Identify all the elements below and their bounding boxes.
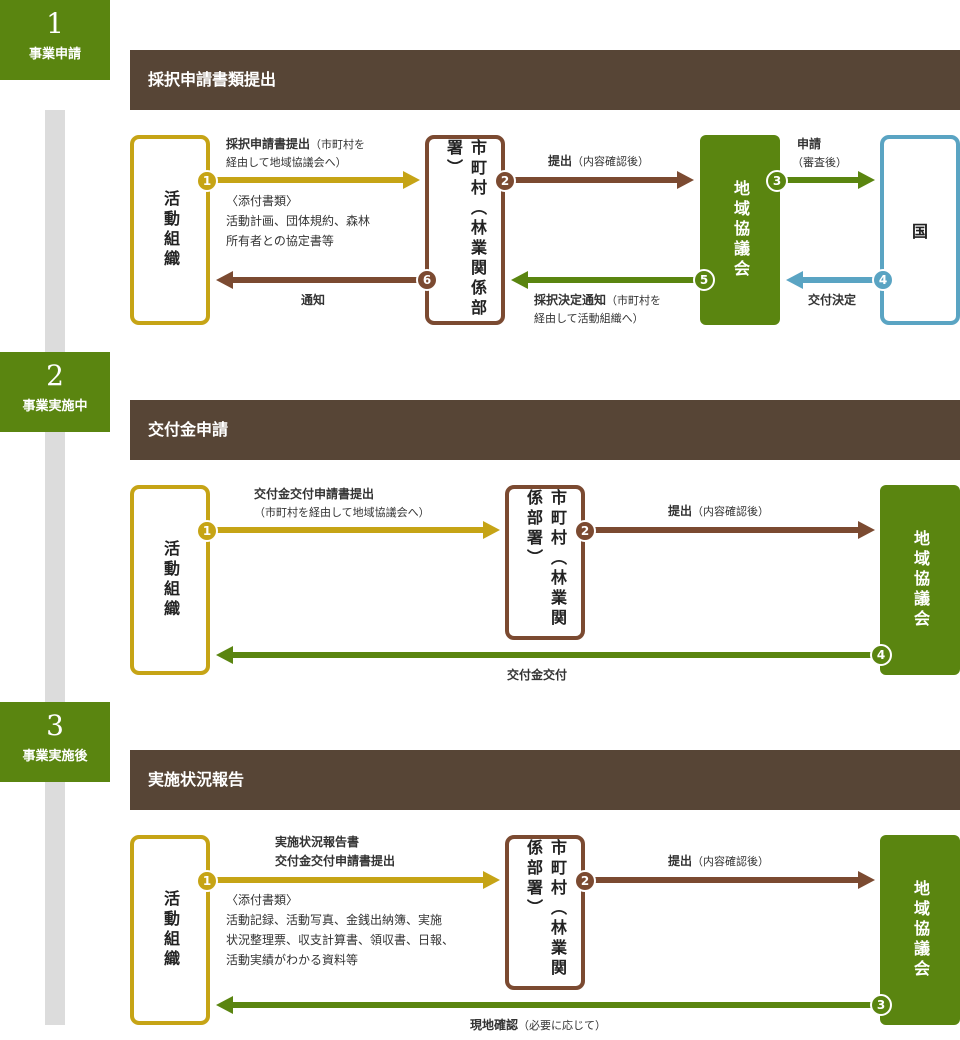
step-number: 1 [46, 7, 64, 40]
step-label: 事業実施後 [22, 749, 88, 764]
node-regional-council: 地域協議会 [880, 485, 960, 675]
label-attachments-line3: 活動実績がわかる資料等 [226, 953, 359, 967]
label-grant-application-submit: 交付金交付申請書提出 [254, 487, 375, 501]
arrowhead [483, 871, 500, 889]
arrowhead [858, 171, 875, 189]
label-report-title: 実施状況報告書 [275, 835, 360, 849]
label-report-submit: 交付金交付申請書提出 [275, 854, 396, 868]
label-apply-note: （審査後） [792, 156, 847, 169]
node-municipality: 市町村（林業関係部署） [505, 485, 585, 640]
label-submit-1: 提出（内容確認後） [548, 154, 650, 168]
arrowhead [511, 271, 528, 289]
node-nation: 国 [880, 135, 960, 325]
step-marker-2: 2 [574, 520, 596, 542]
step-badge-1: 1 事業申請 [0, 0, 110, 80]
arrowhead [677, 171, 694, 189]
step-number: 2 [46, 359, 64, 392]
step-marker-1: 1 [196, 870, 218, 892]
step-marker-4: 4 [870, 644, 892, 666]
step-marker-1: 1 [196, 520, 218, 542]
node-activity-org: 活動組織 [130, 135, 210, 325]
node-regional-council: 地域協議会 [880, 835, 960, 1025]
arrowhead [403, 171, 420, 189]
label-adoption-notice-note: 経由して活動組織へ） [534, 312, 644, 325]
section-title-1: 採択申請書類提出 [130, 50, 960, 110]
step-marker-3: 3 [766, 170, 788, 192]
label-submit-3: 提出（内容確認後） [668, 854, 770, 868]
arrowhead [216, 271, 233, 289]
step-marker-4: 4 [872, 269, 894, 291]
step-marker-6: 6 [416, 269, 438, 291]
label-apply: 申請 [797, 137, 822, 151]
label-adoption-notice: 採択決定通知（市町村を [534, 293, 662, 307]
label-submit-2: 提出（内容確認後） [668, 504, 770, 518]
label-attachments-title: 〈添付書類〉 [226, 893, 299, 907]
step-number: 3 [46, 709, 64, 742]
arrowhead [786, 271, 803, 289]
step-badge-3: 3 事業実施後 [0, 702, 110, 782]
label-site-check: 現地確認（必要に応じて） [470, 1018, 607, 1032]
arrowhead [216, 646, 233, 664]
label-grant-application-note: （市町村を経由して地域協議会へ） [254, 506, 430, 519]
label-attachments-line2: 状況整理票、収支計算書、領収書、日報、 [226, 933, 455, 947]
label-notice: 通知 [301, 293, 326, 307]
step-label: 事業実施中 [22, 399, 88, 414]
arrowhead [858, 521, 875, 539]
label-grant-payment: 交付金交付 [507, 668, 568, 682]
step-marker-3: 3 [870, 994, 892, 1016]
label-grant-decision: 交付決定 [808, 293, 857, 307]
label-attachments-line1: 活動計画、団体規約、森林 [226, 214, 371, 228]
arrowhead [483, 521, 500, 539]
step-marker-1: 1 [196, 170, 218, 192]
step-label: 事業申請 [28, 47, 81, 62]
section-title-2: 交付金申請 [130, 400, 960, 460]
node-activity-org: 活動組織 [130, 485, 210, 675]
node-municipality: 市町村（林業関係部署） [505, 835, 585, 990]
label-attachments-line2: 所有者との協定書等 [226, 234, 334, 248]
node-municipality: 市町村（林業関係部署） [425, 135, 505, 325]
step-marker-2: 2 [494, 170, 516, 192]
label-application-submit-note: 経由して地域協議会へ） [226, 156, 347, 169]
label-attachments-title: 〈添付書類〉 [226, 194, 299, 208]
section-title-3: 実施状況報告 [130, 750, 960, 810]
step-marker-5: 5 [693, 269, 715, 291]
label-attachments-line1: 活動記録、活動写真、金銭出納簿、実施 [226, 913, 443, 927]
timeline-bar [45, 110, 65, 1025]
label-application-submit: 採択申請書提出（市町村を [226, 137, 366, 151]
node-activity-org: 活動組織 [130, 835, 210, 1025]
arrowhead [216, 996, 233, 1014]
step-badge-2: 2 事業実施中 [0, 352, 110, 432]
arrowhead [858, 871, 875, 889]
step-marker-2: 2 [574, 870, 596, 892]
node-regional-council: 地域協議会 [700, 135, 780, 325]
